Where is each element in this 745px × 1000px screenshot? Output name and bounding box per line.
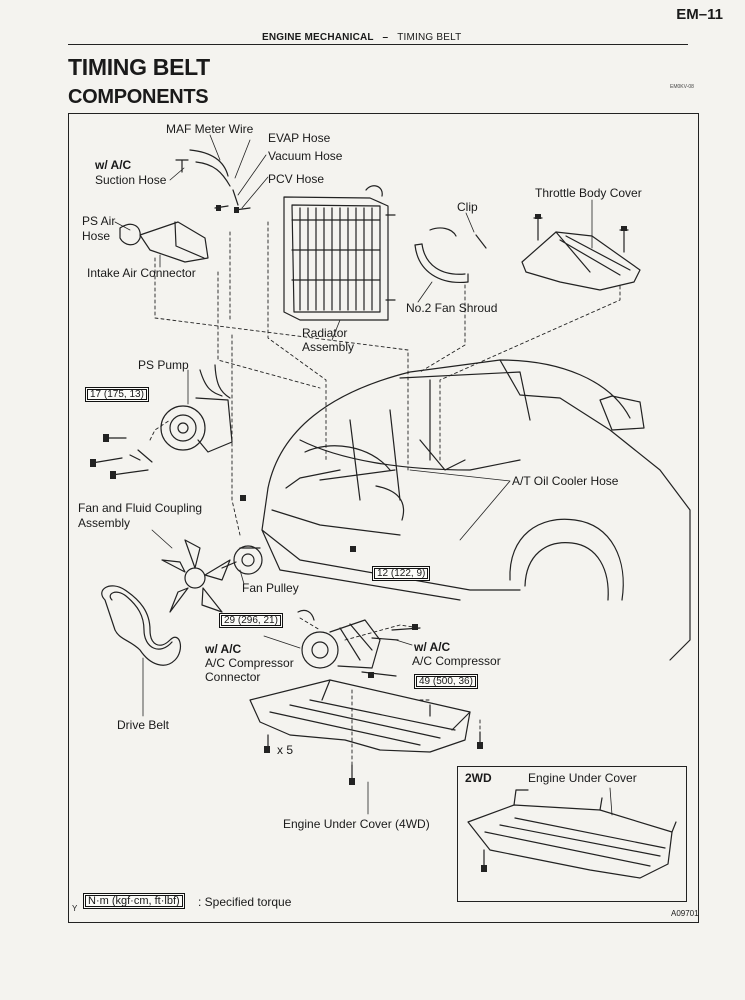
maf-meter-wire-label: MAF Meter Wire bbox=[166, 122, 254, 136]
header-rule bbox=[68, 44, 688, 45]
fan-coupling-label-1: Fan and Fluid Coupling bbox=[78, 501, 203, 515]
ps-pump-label: PS Pump bbox=[138, 358, 189, 372]
engine-under-cover-2wd-drawing bbox=[467, 789, 677, 879]
torque-radiator: 12 (122, 9) bbox=[372, 566, 431, 581]
bolt-count-label: x 5 bbox=[277, 743, 294, 757]
torque-legend-text: : Specified torque bbox=[198, 895, 292, 909]
torque-ps-pump: 17 (175, 13) bbox=[85, 387, 149, 402]
drive-belt-label: Drive Belt bbox=[117, 718, 170, 732]
page-subtitle: COMPONENTS bbox=[68, 86, 209, 108]
fan-coupling-label-2: Assembly bbox=[78, 516, 131, 530]
assembly-lines bbox=[149, 221, 621, 766]
document-code: EM0KV-08 bbox=[670, 84, 694, 90]
throttle-body-cover-drawing bbox=[521, 217, 641, 291]
torque-ac-compressor: 49 (500, 36) bbox=[414, 674, 478, 689]
intake-air-connector-label: Intake Air Connector bbox=[87, 266, 196, 280]
ps-air-hose-label-1: PS Air bbox=[82, 214, 116, 228]
page-number: EM–11 bbox=[676, 6, 723, 23]
page-title: TIMING BELT bbox=[68, 54, 210, 80]
drive-belt-drawing bbox=[101, 585, 182, 666]
ac-compressor-connector-label-2: Connector bbox=[205, 670, 261, 684]
section-header: ENGINE MECHANICAL – TIMING BELT bbox=[262, 32, 461, 43]
engine-under-cover-4wd-label: Engine Under Cover (4WD) bbox=[283, 817, 430, 831]
radiator-label-1: Radiator bbox=[302, 326, 348, 340]
suction-hose-label: Suction Hose bbox=[95, 173, 167, 187]
torque-fan-pulley: 29 (296, 21) bbox=[219, 613, 283, 628]
bolt-markers bbox=[90, 205, 627, 872]
leader-lines bbox=[114, 134, 613, 816]
intake-air-connector-drawing bbox=[119, 149, 251, 263]
w-ac-suction-label: w/ A/C bbox=[95, 158, 132, 172]
evap-hose-label: EVAP Hose bbox=[268, 131, 331, 145]
radiator-drawing bbox=[283, 185, 396, 321]
corner-mark: Y bbox=[72, 904, 78, 913]
ac-compressor-label: A/C Compressor bbox=[412, 654, 501, 668]
vehicle-body-drawing bbox=[261, 359, 691, 661]
inset-engine-under-cover-label: Engine Under Cover bbox=[528, 771, 637, 785]
clip-label: Clip bbox=[457, 200, 478, 214]
subsection-name: TIMING BELT bbox=[397, 32, 462, 43]
w-ac-compressor-label: w/ A/C bbox=[414, 640, 451, 654]
ac-compressor-connector-label-1: A/C Compressor bbox=[205, 656, 294, 670]
ps-air-hose-label-2: Hose bbox=[82, 229, 111, 243]
vacuum-hose-label: Vacuum Hose bbox=[268, 149, 343, 163]
at-oil-cooler-hose-label: A/T Oil Cooler Hose bbox=[512, 474, 619, 488]
w-ac-connector-label: w/ A/C bbox=[205, 642, 242, 656]
inset-2wd-box bbox=[457, 766, 687, 902]
section-name: ENGINE MECHANICAL bbox=[262, 32, 374, 43]
ps-pump-drawing bbox=[91, 364, 233, 476]
fan-shroud-drawing bbox=[414, 227, 487, 284]
throttle-body-cover-label: Throttle Body Cover bbox=[535, 186, 642, 200]
torque-unit-legend: N·m (kgf·cm, ft·lbf) bbox=[83, 893, 185, 909]
inset-2wd-label: 2WD bbox=[465, 771, 492, 785]
figure-code: A09701 bbox=[671, 909, 699, 918]
engine-under-cover-4wd-drawing bbox=[249, 679, 481, 781]
diagram-frame bbox=[68, 113, 699, 923]
ac-compressor-drawing bbox=[297, 609, 421, 677]
section-separator: – bbox=[382, 32, 389, 43]
fan-pulley-label: Fan Pulley bbox=[242, 581, 299, 595]
fan-drawing bbox=[161, 539, 263, 613]
radiator-label-2: Assembly bbox=[302, 340, 355, 354]
no2-fan-shroud-label: No.2 Fan Shroud bbox=[406, 301, 498, 315]
pcv-hose-label: PCV Hose bbox=[268, 172, 325, 186]
